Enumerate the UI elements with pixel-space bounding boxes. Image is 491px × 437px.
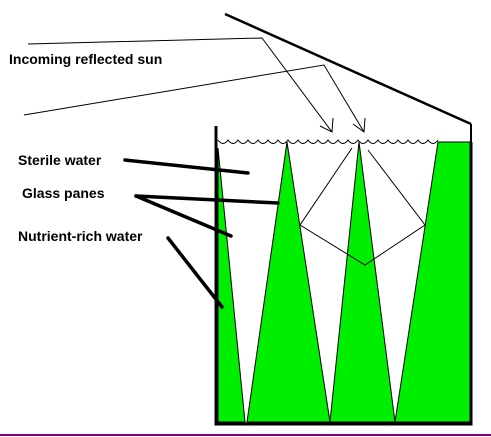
label-nutrient-water: Nutrient-rich water — [18, 228, 143, 244]
label-incoming-sun: Incoming reflected sun — [9, 51, 162, 67]
leader-glass-panes-2 — [134, 194, 233, 238]
nutrient-water-region-left — [217, 147, 246, 423]
water-surface-waves — [217, 139, 439, 144]
sun-ray-2-arrowhead — [352, 117, 366, 133]
leader-nutrient-water — [166, 236, 224, 309]
label-sterile-water: Sterile water — [18, 152, 102, 168]
sun-ray-1 — [27, 37, 333, 133]
leader-glass-panes-1 — [134, 194, 280, 205]
leader-sterile-water — [123, 158, 250, 175]
glass-pane-2 — [329, 141, 396, 423]
glass-pane-1 — [246, 141, 331, 423]
reflection-path — [299, 147, 426, 266]
sun-ray-1-arrowhead — [319, 117, 334, 133]
sloped-roof — [224, 12, 472, 126]
sun-ray-2 — [23, 64, 365, 133]
container-outline — [214, 126, 473, 426]
label-glass-panes: Glass panes — [22, 185, 105, 201]
nutrient-water-region-right — [394, 141, 471, 423]
